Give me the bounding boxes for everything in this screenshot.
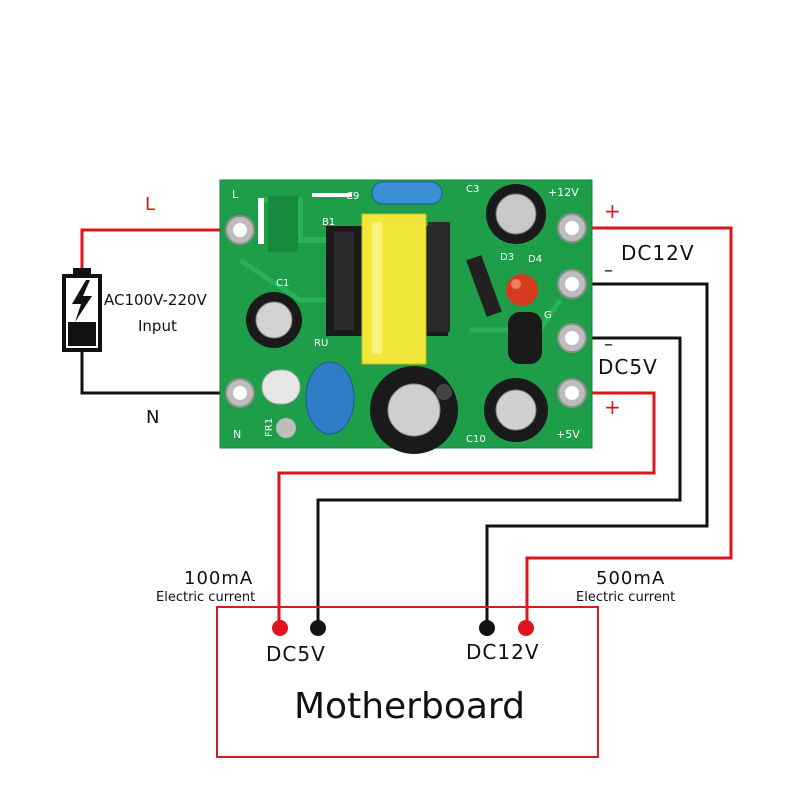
transformer-winding-highlight [372,222,382,354]
silk-label-C10: C10 [466,434,486,445]
d3-diode [466,255,502,317]
varistor [305,361,355,435]
output-labels: + – DC12V – DC5V + [598,199,695,419]
silk-label-D3: D3 [500,252,514,263]
motherboard: DC5V DC12V Motherboard [216,606,599,758]
pcb-module: L N C9 C3 B1 C1 D3 D4 G RU FR1 C10 +12V … [219,179,593,454]
current-labels: 100mA Electric current 500mA Electric cu… [156,568,675,605]
d4-led [506,274,538,306]
silk-label-5v: +5V [556,428,580,441]
silk-label-C1: C1 [276,278,289,289]
c10-capacitor-top [495,389,537,431]
output-plus-bottom: + [604,395,621,419]
input-line-label: L [145,194,155,215]
battery-cap [73,268,91,276]
terminal-pad-g2-hole [565,331,579,345]
pcb-white-mark [312,193,352,197]
output-plus-top: + [604,199,621,223]
input-neutral-label: N [146,407,159,428]
terminal-pad-g1-hole [565,277,579,291]
output-minus-1: – [604,260,613,281]
silk-label-D4: D4 [528,254,542,265]
transformer-winding [361,213,427,365]
motherboard-box [216,606,599,758]
c3-capacitor-top [495,193,537,235]
terminal-pad-12v-hole [565,221,579,235]
current-left-value: 100mA [184,568,253,589]
terminal-pad-N-hole [233,386,247,400]
silk-label-12v: +12V [548,186,579,199]
motherboard-dc5-positive-terminal [272,620,288,636]
current-left-caption: Electric current [156,590,255,605]
silk-label-C3: C3 [466,184,479,195]
d4-led-shine [511,279,521,289]
wire-5v-positive [277,391,656,628]
wire-12v-ground [485,282,709,628]
battery-fill [68,322,96,346]
pcb-trace-pad [268,196,298,252]
silk-label-L: L [232,188,239,201]
output-dc12-label: DC12V [621,241,695,265]
fr1-fuse [261,369,301,405]
pcb-white-strip [258,198,264,244]
output-minus-2: – [604,334,613,355]
voltage-regulator [508,312,542,364]
wire-5v-ground [316,336,682,628]
ac-input-source: L N AC100V-220V Input [62,194,208,428]
terminal-pad-5v-hole [565,386,579,400]
fr1-lead [276,418,296,438]
transformer-pins [428,222,450,332]
wire-neutral-input [80,350,240,395]
main-filter-capacitor-ring [436,384,452,400]
input-caption: Input [138,317,177,335]
motherboard-dc12-positive-terminal [518,620,534,636]
c9-capacitor [371,181,443,205]
motherboard-dc5-label: DC5V [266,642,326,666]
current-right-value: 500mA [596,568,665,589]
wire-12v-positive [525,226,733,628]
motherboard-dc12-ground-terminal [479,620,495,636]
input-voltage-label: AC100V-220V [104,291,208,309]
motherboard-dc12-label: DC12V [466,640,540,664]
silk-label-G: G [544,310,552,321]
motherboard-dc5-ground-terminal [310,620,326,636]
motherboard-title: Motherboard [294,686,525,727]
silk-label-C9: C9 [346,191,359,202]
silk-label-FR1: FR1 [264,418,275,437]
silk-label-N: N [233,428,241,441]
silk-label-B1: B1 [322,217,335,228]
current-right-caption: Electric current [576,590,675,605]
wire-line-input [80,228,240,268]
wires [80,226,733,628]
output-dc5-label: DC5V [598,355,658,379]
main-filter-capacitor-top [387,383,441,437]
transformer-core-shade [334,232,354,330]
lightning-icon [72,280,92,322]
c1-capacitor-top [255,301,293,339]
silk-label-R: RU [314,338,328,349]
terminal-pad-L-hole [233,223,247,237]
